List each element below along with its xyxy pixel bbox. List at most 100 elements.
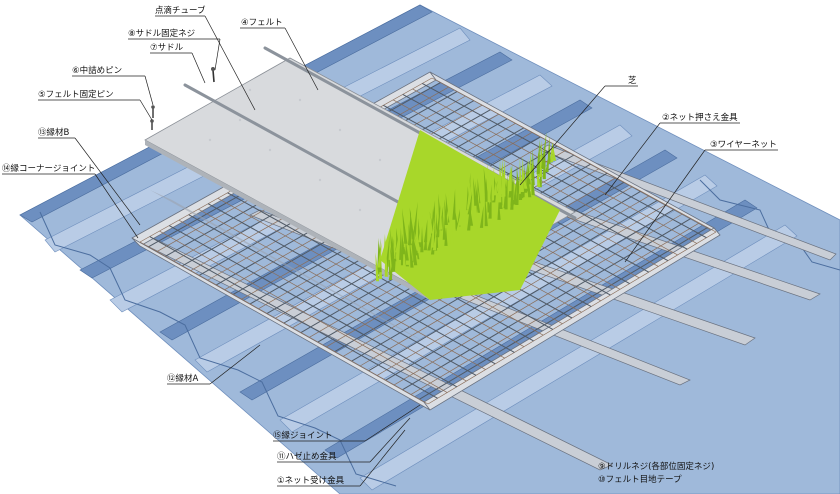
grass-blade	[498, 159, 502, 195]
pins	[150, 67, 215, 130]
labels: 点滴チューブ ④フェルト ⑧サドル固定ネジ ⑦サドル ⑥中詰めピン ⑤フェルト固…	[2, 5, 777, 486]
label-center-pin: ⑥中詰めピン	[72, 65, 122, 76]
grass-blade	[474, 211, 478, 232]
wire-net-line	[217, 197, 505, 359]
label-net-receiver: ①ネット受け金具	[277, 475, 345, 486]
label-edge-corner: ⑭縁コーナージョイント	[2, 163, 95, 174]
wire-net-line	[139, 241, 429, 405]
label-edge-joint: ⑮縁ジョイント	[273, 430, 333, 441]
label-edge-b: ⑬縁材B	[38, 127, 70, 138]
grass-blade	[409, 239, 414, 268]
grass-blade	[417, 214, 423, 243]
wire-net-line	[198, 208, 486, 370]
leader-lines	[2, 15, 778, 487]
grass-blade	[390, 228, 396, 264]
label-saddle-screw: ⑧サドル固定ネジ	[128, 28, 195, 39]
label-haze-stop: ⑪ハゼ止め金具	[277, 451, 337, 462]
wire-net-line	[159, 230, 448, 393]
grass-blade	[547, 136, 551, 164]
wire-net-line	[149, 236, 438, 399]
grass-blade	[531, 156, 535, 196]
wire-net-line	[178, 219, 467, 382]
wire-net-line	[412, 88, 697, 244]
grass-blade	[469, 180, 474, 208]
grass-blade	[525, 162, 530, 192]
grass-blade	[477, 178, 481, 204]
grass-blade	[408, 237, 414, 263]
grass-blade	[423, 230, 427, 251]
grass-blade	[456, 176, 460, 217]
grass-blade	[377, 242, 382, 268]
grass-blade	[389, 246, 396, 272]
grass-blade	[405, 239, 409, 261]
grass-blade	[497, 199, 501, 220]
grass-blade	[483, 167, 489, 200]
grass-blade	[467, 191, 472, 231]
grass-blade	[450, 210, 454, 244]
grass-blade	[427, 232, 433, 251]
label-saddle: ⑦サドル	[150, 43, 184, 53]
grass-blade	[490, 165, 495, 201]
wire-net-line	[168, 225, 458, 388]
grass-blade	[391, 235, 395, 258]
label-felt-pin: ⑤フェルト固定ピン	[38, 89, 114, 100]
grass-blade	[508, 165, 512, 192]
grass-blade	[396, 233, 401, 252]
label-edge-a: ⑫縁材A	[167, 373, 199, 384]
grass-blade	[467, 194, 473, 215]
grass-blade	[417, 234, 421, 253]
grass-blade	[477, 208, 482, 229]
grass-blade	[409, 207, 415, 240]
saddle-screw-icon	[212, 69, 215, 83]
grass-blade	[388, 260, 393, 281]
grass-blade	[420, 222, 424, 253]
label-drill-screw: ⑨ドリルネジ(各部位固定ネジ)	[598, 461, 714, 472]
grass	[375, 130, 560, 300]
grass-blade	[397, 246, 401, 272]
grass-blade	[501, 157, 505, 198]
grass-blade	[444, 203, 450, 229]
grass-blade	[493, 177, 498, 196]
grass-blade	[444, 199, 448, 226]
wire-net-line	[422, 83, 707, 239]
label-felt: ④フェルト	[241, 18, 283, 28]
grass-blade	[510, 174, 514, 210]
label-wire-net: ③ワイヤーネット	[710, 140, 777, 150]
grass-blade	[475, 180, 481, 213]
grass-blade	[375, 252, 380, 282]
grass-blade	[407, 209, 412, 246]
grass-blade	[439, 204, 443, 230]
grass-blade	[395, 226, 401, 253]
grass-blade	[452, 189, 456, 220]
grass-blade	[552, 142, 557, 161]
label-grass: 芝	[628, 75, 637, 86]
grass-blade	[442, 216, 446, 240]
wire-net-line	[207, 203, 496, 365]
grass-blade	[403, 210, 408, 248]
grass-blade	[479, 205, 484, 228]
wire-net-line	[431, 77, 717, 233]
grass-blade	[445, 193, 450, 223]
grass-blade	[450, 227, 454, 247]
grass-blade	[484, 194, 488, 227]
grass-blade	[473, 177, 478, 206]
wire-net-line	[392, 99, 678, 256]
grass-blade	[515, 178, 520, 206]
grass-blade	[431, 200, 436, 229]
grass-blade	[455, 210, 459, 231]
grass-blade	[458, 196, 464, 225]
grass-blade	[487, 162, 491, 203]
grass-blade	[466, 178, 471, 210]
wire-net-line	[188, 214, 477, 376]
grass-blade	[444, 225, 448, 246]
grass-blade	[412, 201, 418, 241]
grass-blade	[429, 212, 434, 234]
grass-blade	[402, 208, 408, 244]
grass-blade	[432, 228, 437, 251]
grass-blade	[504, 173, 508, 210]
label-felt-tape: ⑩フェルト目地テープ	[598, 474, 682, 485]
wire-net-line	[227, 192, 515, 353]
grass-blade	[536, 163, 541, 187]
grass-blade	[412, 234, 418, 256]
